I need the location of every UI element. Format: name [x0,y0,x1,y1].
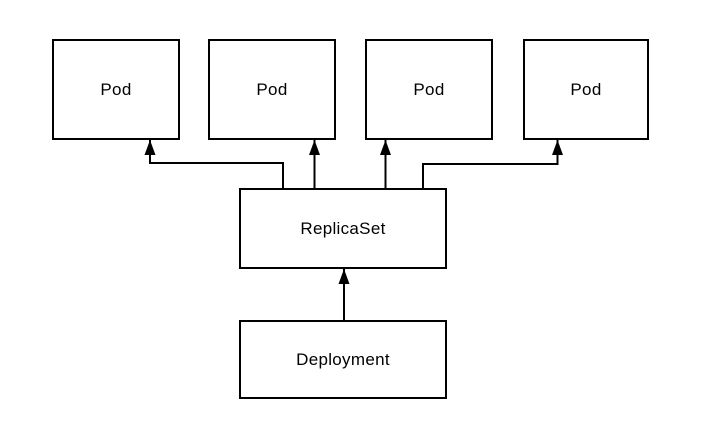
node-label-deployment: Deployment [296,349,390,369]
node-label-replicaset: ReplicaSet [300,218,386,238]
diagram-node-pod-2: Pod [208,39,336,140]
diagram-node-deployment: Deployment [239,320,447,399]
node-label-pod-4: Pod [570,79,602,99]
node-label-pod-2: Pod [256,79,288,99]
edge-replicaset-to-pod-1 [144,140,284,189]
diagram-node-pod-3: Pod [365,39,493,140]
diagram-node-replicaset: ReplicaSet [239,188,447,269]
node-label-pod-1: Pod [100,79,132,99]
diagram-node-pod-4: Pod [523,39,649,140]
node-label-pod-3: Pod [413,79,445,99]
diagram-node-pod-1: Pod [52,39,180,140]
edge-replicaset-to-pod-4 [422,140,563,189]
